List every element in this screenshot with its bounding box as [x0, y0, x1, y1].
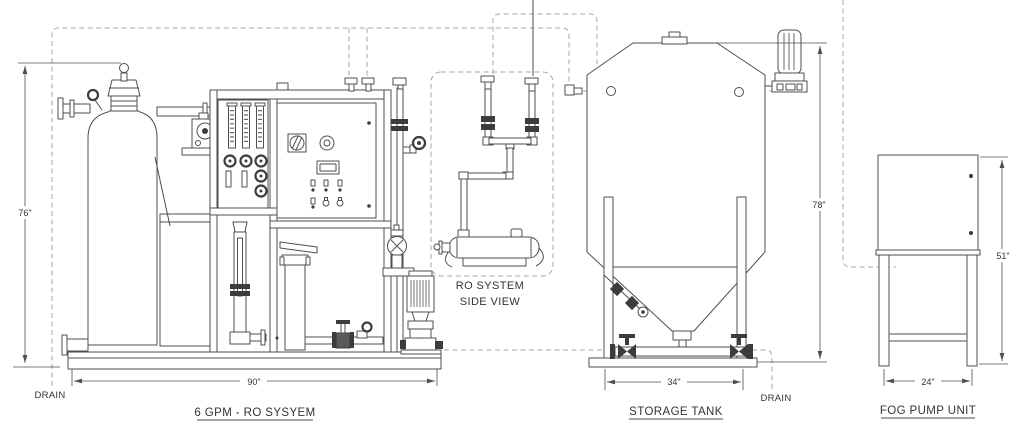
feed-pipe-and-pumps — [382, 77, 443, 355]
stand-leg — [966, 254, 978, 367]
dim-label-24: 24" — [921, 377, 934, 387]
fog-pump-title: FOG PUMP UNIT — [880, 405, 976, 417]
pilot-light — [319, 135, 335, 151]
valve-handle — [336, 320, 350, 324]
side-view-detail: RO SYSTEM SIDE VIEW — [430, 71, 554, 308]
side-view-pipe-cap — [480, 75, 495, 83]
membrane-vessel — [275, 241, 318, 351]
skid-drain-piping — [304, 320, 384, 349]
skid-pipe-cap — [344, 77, 358, 85]
dimension-width-34: 34" — [604, 369, 744, 390]
membrane-housing-side — [433, 228, 544, 268]
dim-label-78: 78" — [812, 200, 825, 210]
dimension-width-90: 90" — [71, 369, 438, 388]
control-panel — [276, 102, 377, 219]
side-view-label-1: RO SYSTEM — [456, 280, 524, 292]
dim-label-34: 34" — [667, 377, 680, 387]
booster-pump — [400, 270, 443, 355]
side-view-boundary — [430, 71, 554, 277]
ro-drain-label: DRAIN — [34, 390, 65, 401]
fog-cabinet — [877, 154, 979, 253]
small-gauge — [361, 321, 373, 333]
dimension-height-78: 78" — [717, 42, 832, 363]
pipe-routing-dashed — [51, 0, 896, 389]
stand-shelf — [888, 333, 968, 342]
filter-housing-column — [229, 221, 267, 346]
tank-drain-piping — [610, 330, 753, 359]
vent-cartridge — [765, 29, 808, 93]
panel-screw — [367, 121, 371, 125]
dimension-height-76: 76" — [13, 62, 121, 368]
skid-frame — [209, 77, 392, 353]
dim-label-76: 76" — [18, 208, 31, 218]
flow-meter-panel — [217, 99, 269, 209]
fog-pump-unit: 51" 24" FOG PUMP UNIT — [875, 154, 1015, 419]
valve-knob — [119, 63, 129, 73]
storage-tank-title: STORAGE TANK — [629, 406, 723, 418]
panel-switch-row — [310, 179, 344, 209]
skid-base — [67, 351, 442, 370]
tank-port — [734, 87, 744, 97]
media-filter-tank — [57, 63, 158, 356]
pipe-cap — [392, 77, 407, 86]
tank-side-outlet — [603, 274, 649, 318]
brine-tank — [154, 156, 211, 347]
skid-pipe-cap — [361, 77, 375, 85]
dim-label-90: 90" — [247, 377, 260, 387]
tank-leg — [603, 196, 614, 359]
tank-port — [606, 86, 616, 96]
tank-base — [588, 357, 758, 368]
ro-system-title: 6 GPM - RO SYSYEM — [194, 407, 315, 419]
tank-inlet-elbow — [564, 84, 575, 96]
cabinet-hinge — [969, 174, 973, 178]
tank-drain-label: DRAIN — [760, 393, 791, 404]
side-view-label-2: SIDE VIEW — [460, 296, 521, 308]
dimension-width-24: 24" — [883, 369, 973, 388]
side-view-pipe-cap — [524, 77, 539, 85]
tank-leg — [736, 196, 747, 359]
storage-tank-unit: 34" 78" DRAIN STORAGE TANK — [586, 29, 832, 420]
stand-leg — [878, 254, 890, 367]
dim-label-51: 51" — [996, 251, 1009, 261]
cabinet-hinge — [969, 231, 973, 235]
tank-gauge — [86, 88, 100, 102]
panel-screw — [367, 204, 371, 208]
tank-vent-cap — [668, 31, 681, 38]
dimension-height-51: 51" — [979, 156, 1015, 365]
ro-system-unit: 76" 90" DRAIN 6 GPM - RO SYSYEM — [13, 62, 443, 421]
